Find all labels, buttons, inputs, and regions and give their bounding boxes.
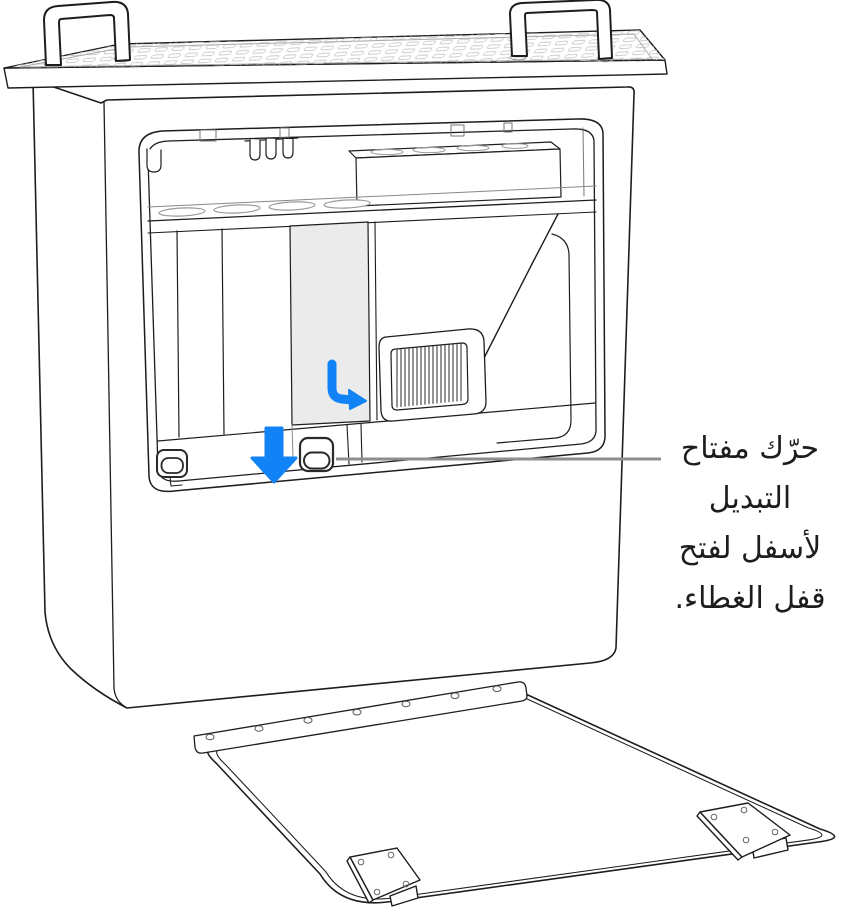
callout-caption: حرّك مفتاح التبديل لأسفل لفتح قفل الغطاء…: [643, 424, 841, 624]
vent-grille: [390, 342, 469, 411]
component-box: [348, 141, 562, 207]
handles: [43, 0, 614, 68]
panel-latch-left: [346, 847, 421, 907]
tower-internals: [146, 122, 597, 487]
top-rim-clips: [199, 122, 585, 197]
bottom-rail: [157, 402, 596, 442]
side-panel: [193, 681, 836, 907]
caption-line-2: التبديل: [708, 481, 792, 516]
panel-rail: [193, 681, 528, 754]
caption-line-1: حرّك مفتاح: [680, 431, 820, 466]
prong-clips: [244, 137, 299, 161]
lock-switch: [298, 436, 335, 473]
top-lattice-slab: [3, 29, 668, 89]
down-arrow-icon: [250, 426, 298, 484]
caption-line-4: قفل الغطاء.: [674, 581, 826, 616]
right-handle: [509, 0, 614, 63]
left-handle: [43, 0, 131, 68]
panel-latch-right: [696, 802, 791, 861]
bottom-left-step: [169, 476, 183, 487]
caption-line-3: لأسفل لفتح: [678, 531, 822, 566]
left-latch: [156, 449, 188, 478]
tower-front-left-edge: [103, 101, 125, 707]
shelf: [147, 185, 597, 234]
dimm-cover-highlight: [289, 221, 371, 426]
mac-pro-tower: [3, 0, 668, 709]
elbow-down-arrow-icon: [327, 359, 367, 410]
dimm-dividers: [176, 228, 225, 438]
u-clip: [146, 148, 162, 173]
